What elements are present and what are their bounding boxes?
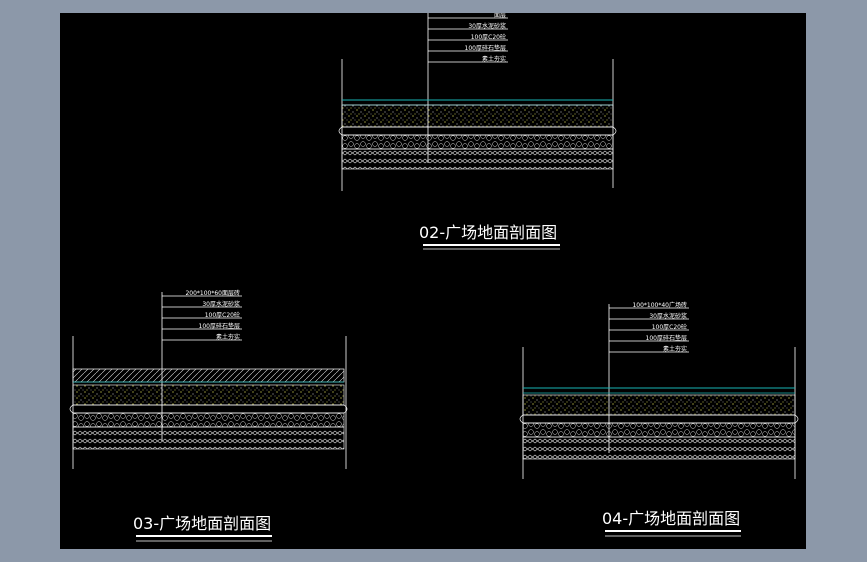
section-04-layer-4: 100厚碎石垫层 (646, 334, 687, 342)
section-02: 面层 30厚水泥砂浆 100厚C20砼 100厚碎石垫层 素土夯实 (338, 13, 617, 191)
section-02-layer-2: 30厚水泥砂浆 (468, 22, 506, 30)
section-04-layer-3: 100厚C20砼 (652, 323, 687, 331)
section-02-layer-5: 素土夯实 (482, 55, 506, 63)
section-02-layer-4: 100厚碎石垫层 (465, 44, 506, 52)
section-03-layer-2: 30厚水泥砂浆 (202, 300, 240, 308)
section-03: 200*100*60面层砖 30厚水泥砂浆 100厚C20砼 100厚碎石垫层 … (69, 289, 348, 469)
section-04: 100*100*40广场砖 30厚水泥砂浆 100厚C20砼 100厚碎石垫层 … (519, 301, 799, 479)
section-03-layer-4: 100厚碎石垫层 (199, 322, 240, 330)
section-03-layer-5: 素土夯实 (216, 333, 240, 341)
cad-viewport[interactable]: 面层 30厚水泥砂浆 100厚C20砼 100厚碎石垫层 素土夯实 02-广场地… (60, 13, 806, 549)
section-04-layer-2: 30厚水泥砂浆 (649, 312, 687, 320)
section-04-layer-5: 素土夯实 (663, 345, 687, 353)
section-04-layer-1: 100*100*40广场砖 (632, 301, 687, 309)
section-03-title: 03-广场地面剖面图 (133, 514, 271, 533)
section-03-layer-1: 200*100*60面层砖 (185, 289, 240, 297)
section-04-title: 04-广场地面剖面图 (602, 509, 740, 528)
section-03-layer-3: 100厚C20砼 (205, 311, 240, 319)
section-02-title: 02-广场地面剖面图 (419, 223, 557, 242)
section-drawings: 面层 30厚水泥砂浆 100厚C20砼 100厚碎石垫层 素土夯实 02-广场地… (69, 13, 799, 542)
section-02-layer-1: 面层 (494, 13, 506, 19)
section-02-layer-3: 100厚C20砼 (471, 33, 506, 41)
section-04-leader (608, 304, 689, 453)
